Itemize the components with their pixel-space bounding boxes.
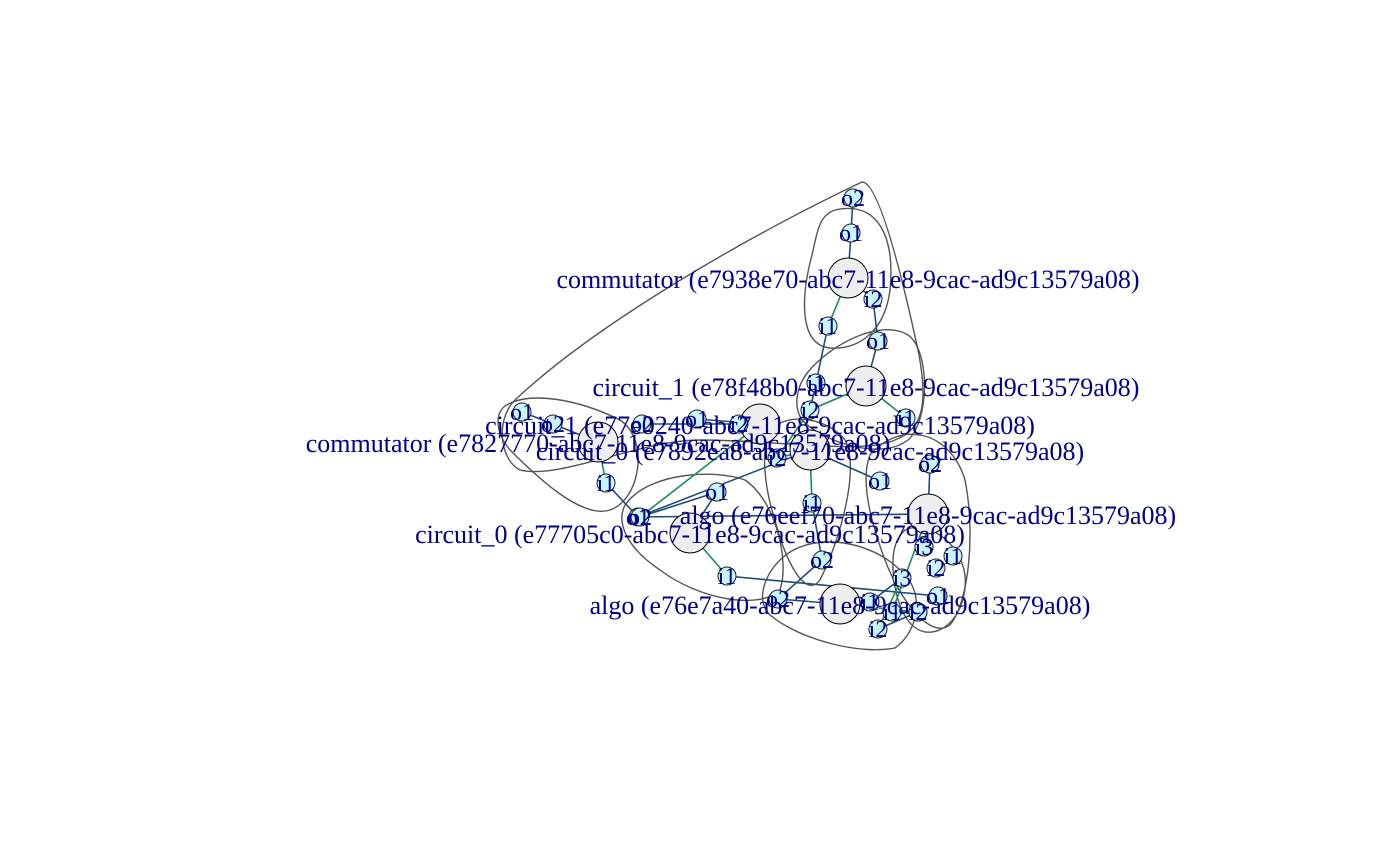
port-node-cM_o1[interactable] — [870, 471, 890, 491]
port-node-r_o2[interactable] — [920, 454, 940, 474]
port-node-ab_i1[interactable] — [860, 592, 880, 612]
edge-cM_i1-cM_o2 — [811, 502, 823, 561]
port-label-ab_o2: o2 — [766, 587, 790, 613]
component-node-circuit_1[interactable] — [845, 365, 887, 407]
edge-t_i1-c1_i1 — [815, 325, 829, 384]
port-label-t_o1: o1 — [839, 221, 863, 247]
port-label-cM_i1: i1 — [803, 491, 822, 517]
port-label-c1_i1: i1 — [807, 371, 826, 397]
port-node-aT_i1[interactable] — [943, 546, 963, 566]
port-label-cc1_o1: o1 — [685, 407, 709, 433]
component-node-circuit_0_low[interactable] — [669, 512, 711, 554]
port-label-ab_i2: i2 — [909, 600, 928, 626]
component-label-circuit_0_low: circuit_0 (e77705c0-abc7-11e8-9cac-ad9c1… — [415, 520, 965, 549]
port-label-c0_o2: o2 — [628, 505, 652, 531]
component-node-circuit_0_mid[interactable] — [789, 429, 831, 471]
port-node-c0_i1[interactable] — [717, 566, 737, 586]
port-label-aT_o2: o2 — [918, 452, 942, 478]
port-node-cM_o2[interactable] — [812, 550, 832, 570]
component-node-algo_top[interactable] — [907, 493, 949, 535]
edge-c0_o2-circuit_1_b — [639, 423, 761, 518]
port-node-r_i3[interactable] — [914, 537, 934, 557]
group-hull-g-commutator-left — [497, 397, 639, 512]
port-label-aT_i1: i1 — [944, 544, 963, 570]
port-label-cL_i1: i1 — [597, 471, 616, 497]
group-hulls — [497, 181, 971, 651]
port-node-cL_i1[interactable] — [596, 473, 616, 493]
port-label-t_i2: i2 — [864, 287, 883, 313]
graph-nodes: commutator (e7938e70-abc7-11e8-9cac-ad9c… — [306, 186, 1176, 643]
port-label-cM_i2: i2 — [768, 446, 787, 472]
port-label-ab_i3: i3 — [893, 566, 912, 592]
port-node-c0_o2[interactable] — [630, 507, 650, 527]
port-label-aT_i2: i2 — [927, 556, 946, 582]
port-node-r_i1[interactable] — [882, 602, 902, 622]
edge-cM_o2-ab_o2 — [777, 559, 823, 600]
port-node-aT_i2[interactable] — [926, 558, 946, 578]
port-node-cc1_o1[interactable] — [687, 409, 707, 429]
port-node-t_o2[interactable] — [843, 188, 863, 208]
port-label-cL_o2: o2 — [541, 412, 565, 438]
port-label-aT_i3: i3 — [915, 535, 934, 561]
port-label-cc1_o2: o2 — [630, 412, 654, 438]
port-node-cc1_o2[interactable] — [632, 414, 652, 434]
edge-c1_i2-cM_i2 — [776, 409, 811, 459]
port-label-cc1_i2: i2 — [730, 412, 749, 438]
port-label-r_o1: o1 — [926, 584, 950, 610]
component-label-circuit_1_b: circuit_1 (e77e0240-abc7-11e8-9cac-ad9c1… — [485, 411, 1035, 440]
port-label-r_o2: o2 — [918, 452, 942, 478]
component-label-commutator_top: commutator (e7938e70-abc7-11e8-9cac-ad9c… — [556, 265, 1139, 294]
port-node-r_i2[interactable] — [868, 619, 888, 639]
port-node-t_o1[interactable] — [841, 223, 861, 243]
port-node-c1_o1[interactable] — [868, 331, 888, 351]
port-label-r_i1: i1 — [883, 600, 902, 626]
port-label-r_i3: i3 — [915, 535, 934, 561]
port-node-cc1_i1[interactable] — [896, 408, 916, 428]
group-hull-g-right-ports — [892, 526, 966, 633]
port-label-cM_o2: o2 — [810, 548, 834, 574]
port-node-t_i1[interactable] — [818, 316, 838, 336]
port-node-r_i2b[interactable] — [908, 602, 928, 622]
group-hull-g-algo-bottom — [761, 541, 918, 651]
component-label-circuit_0_mid: circuit_0 (e7892ea8-abc7-11e8-9cac-ad9c1… — [536, 437, 1084, 466]
port-label-ab_o1: o1 — [926, 584, 950, 610]
port-label-t_i1: i1 — [819, 314, 838, 340]
port-label-r_i2b: i2 — [909, 600, 928, 626]
port-node-c0_o1[interactable] — [707, 482, 727, 502]
port-node-cM_i2[interactable] — [767, 448, 787, 468]
port-label-ab_i1: i1 — [861, 590, 880, 616]
port-node-c1_i2[interactable] — [800, 400, 820, 420]
port-label-r_i2: i2 — [869, 617, 888, 643]
group-hull-g-circuit-0-mid — [763, 418, 851, 586]
port-label-c1_i2: i2 — [801, 398, 820, 424]
port-label-c1_o1: o1 — [866, 329, 890, 355]
port-node-r_o1[interactable] — [928, 586, 948, 606]
port-node-cL_o2[interactable] — [543, 414, 563, 434]
edge-c0_o2-c0_o1 — [639, 491, 718, 518]
port-node-cL_o1[interactable] — [512, 402, 532, 422]
port-node-ab_o2[interactable] — [768, 589, 788, 609]
port-label-cM_o1: o1 — [868, 469, 892, 495]
port-node-cM_i1[interactable] — [802, 493, 822, 513]
component-label-circuit_1: circuit_1 (e78f48b0-abc7-11e8-9cac-ad9c1… — [593, 373, 1140, 402]
component-node-algo_bottom[interactable] — [819, 583, 861, 625]
port-node-ab_i3[interactable] — [892, 568, 912, 588]
port-label-aT_o1: o1 — [626, 505, 650, 531]
port-node-c1_i1[interactable] — [806, 373, 826, 393]
port-label-c0_i1: i1 — [718, 564, 737, 590]
component-label-commutator_left: commutator (e7827770-abc7-11e8-9cac-ad9c… — [306, 429, 891, 458]
component-node-commutator_top[interactable] — [827, 257, 869, 299]
port-node-cc1_i2[interactable] — [729, 414, 749, 434]
port-label-cc1_i1: i1 — [897, 406, 916, 432]
port-label-t_o2: o2 — [841, 186, 865, 212]
component-label-algo_bottom: algo (e76e7a40-abc7-11e8-9cac-ad9c13579a… — [590, 591, 1091, 620]
component-node-commutator_left[interactable] — [577, 421, 619, 463]
port-label-c0_o1: o1 — [705, 480, 729, 506]
port-label-cL_o1: o1 — [510, 400, 534, 426]
component-label-algo_top: algo (e76eef70-abc7-11e8-9cac-ad9c13579a… — [680, 501, 1176, 530]
port-node-t_i2[interactable] — [863, 289, 883, 309]
